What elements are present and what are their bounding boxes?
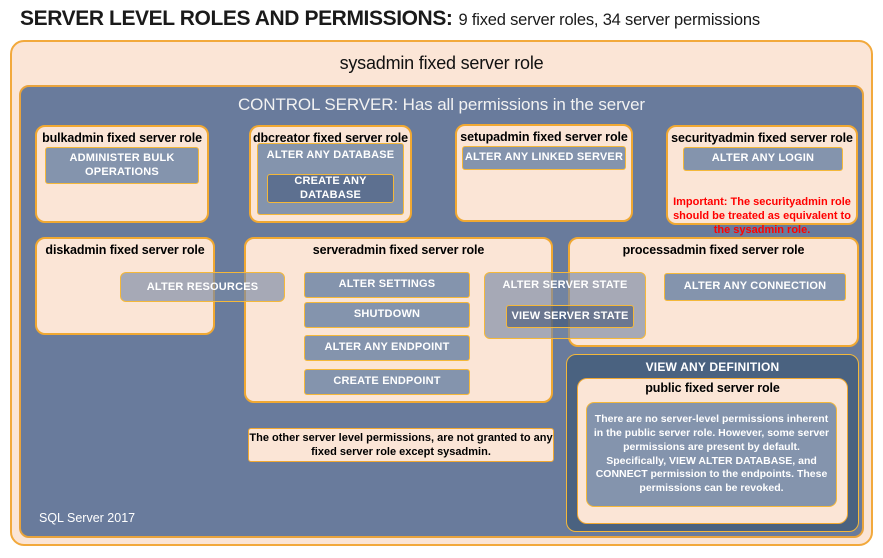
page-title: SERVER LEVEL ROLES AND PERMISSIONS: 9 fix… [20, 7, 760, 31]
permission-view-server-state: VIEW SERVER STATE [506, 305, 634, 328]
control-server-label: CONTROL SERVER: Has all permissions in t… [237, 95, 645, 114]
securityadmin-warning-text: Important: The securityadmin role should… [673, 196, 851, 236]
permission-view-any-definition: VIEW ANY DEFINITION [645, 360, 780, 374]
role-box-dbcreator: dbcreator fixed server role ALTER ANY DA… [249, 125, 412, 223]
role-box-securityadmin: securityadmin fixed server role ALTER AN… [666, 125, 858, 236]
page-title-main: SERVER LEVEL ROLES AND PERMISSIONS: [20, 7, 453, 30]
view-any-definition-box: VIEW ANY DEFINITION public fixed server … [566, 354, 859, 532]
role-title-processadmin: processadmin fixed server role [622, 243, 805, 257]
role-box-bulkadmin: bulkadmin fixed server role ADMINISTER B… [35, 125, 209, 223]
other-permissions-note: The other server level permissions, are … [248, 428, 554, 462]
permission-shutdown: SHUTDOWN [304, 302, 470, 328]
permission-alter-server-state-group: ALTER SERVER STATE VIEW SERVER STATE [484, 272, 646, 339]
public-role-description: There are no server-level permissions in… [586, 402, 837, 507]
role-title-securityadmin: securityadmin fixed server role [671, 131, 853, 145]
role-box-public: public fixed server role There are no se… [577, 378, 848, 524]
role-title-public: public fixed server role [645, 381, 780, 395]
role-title-diskadmin: diskadmin fixed server role [45, 243, 205, 257]
permission-create-endpoint: CREATE ENDPOINT [304, 369, 470, 395]
sysadmin-role-box: sysadmin fixed server role CONTROL SERVE… [10, 40, 873, 546]
role-title-serveradmin: serveradmin fixed server role [312, 243, 485, 257]
role-title-dbcreator: dbcreator fixed server role [252, 131, 408, 145]
permission-alter-any-linked-server: ALTER ANY LINKED SERVER [462, 146, 626, 170]
permission-alter-any-endpoint: ALTER ANY ENDPOINT [304, 335, 470, 361]
permission-alter-server-state: ALTER SERVER STATE [502, 279, 628, 291]
permission-alter-settings: ALTER SETTINGS [304, 272, 470, 298]
role-box-setupadmin: setupadmin fixed server role ALTER ANY L… [455, 124, 633, 222]
permission-administer-bulk-operations: ADMINISTER BULK OPERATIONS [45, 147, 199, 184]
sql-server-version-label: SQL Server 2017 [39, 511, 136, 525]
permission-alter-resources: ALTER RESOURCES [120, 272, 285, 302]
permission-alter-any-login: ALTER ANY LOGIN [683, 147, 843, 171]
permission-alter-any-connection: ALTER ANY CONNECTION [664, 273, 846, 301]
role-title-setupadmin: setupadmin fixed server role [460, 130, 628, 144]
role-title-bulkadmin: bulkadmin fixed server role [42, 131, 202, 145]
permission-create-any-database: CREATE ANY DATABASE [267, 174, 394, 203]
page-title-subtitle: 9 fixed server roles, 34 server permissi… [458, 11, 761, 29]
sysadmin-role-label: sysadmin fixed server role [339, 53, 544, 73]
control-server-box: CONTROL SERVER: Has all permissions in t… [19, 85, 864, 538]
